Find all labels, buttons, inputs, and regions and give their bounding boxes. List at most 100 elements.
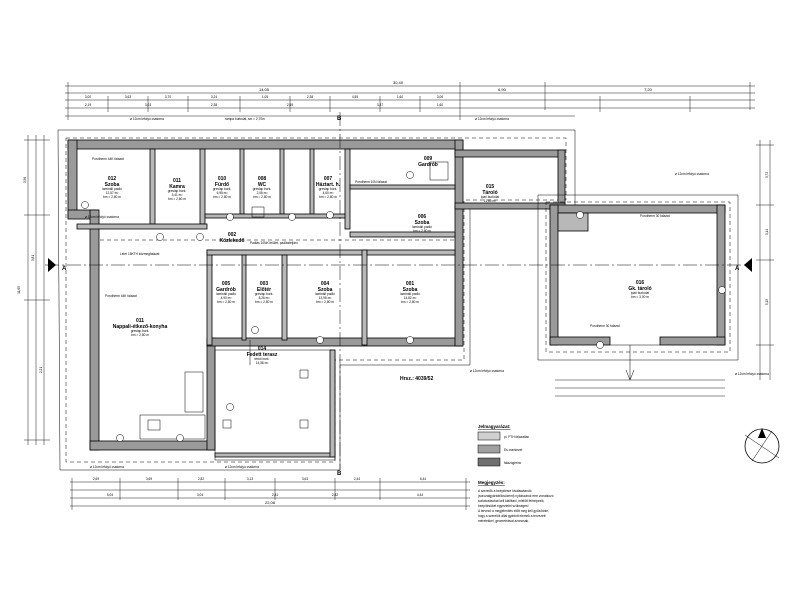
gutter-label-mid: ø 12cm lefolyó csatorna [470, 369, 504, 373]
svg-text:14,82 m²: 14,82 m² [404, 296, 417, 300]
dim-bottom-row2: 4,44 [417, 493, 423, 497]
svg-text:010: 010 [218, 176, 227, 182]
svg-text:bm = 2,80 m: bm = 2,80 m [103, 195, 121, 199]
svg-text:007: 007 [324, 176, 333, 182]
svg-text:Szoba: Szoba [318, 287, 333, 293]
kitchen-fixtures [139, 371, 206, 440]
legend: Jelmagyarázat: pl. PTH falazatlan Es cse… [477, 424, 529, 467]
notes-line: méretekkel, geometriával azonosak. [478, 519, 529, 523]
svg-text:3,41 m²: 3,41 m² [172, 193, 183, 197]
dim-row2: 1,05 [262, 95, 268, 99]
dim-top-garage: 7,20 [644, 87, 653, 92]
svg-text:011: 011 [173, 178, 181, 184]
svg-text:ipari burkolat: ipari burkolat [631, 291, 649, 295]
svg-text:14,58 m²: 14,58 m² [256, 361, 269, 365]
svg-text:greslap burk.: greslap burk. [319, 187, 338, 191]
room-labels: 012 Szoba laminált padló 12,57 m² bm = 2… [102, 156, 652, 365]
dim-bottom-row2: 2,82 [332, 493, 338, 497]
svg-text:Tároló: Tároló [482, 190, 497, 196]
gutter-label-garage: ø 12cm lefolyó csatorna [735, 372, 769, 376]
dim-bottom-row2: 5,04 [107, 493, 113, 497]
svg-text:greslap burk.: greslap burk. [213, 187, 232, 191]
dim-bottom: 3,13 [247, 477, 253, 481]
svg-text:greslap burk.: greslap burk. [168, 189, 187, 193]
svg-text:Szoba: Szoba [105, 182, 120, 188]
room-004: 004 Szoba laminált padló 13,95 m² bm = 2… [315, 281, 335, 304]
svg-text:011: 011 [136, 318, 144, 324]
room-011-kamra: 011 Kamra greslap burk. 3,41 m² bm = 2,8… [168, 178, 187, 201]
svg-text:WC: WC [258, 182, 267, 188]
legend-title: Jelmagyarázat: [478, 424, 511, 429]
dim-right: 3,72 [765, 172, 769, 178]
notes-line: korlátozásokat kell kiállítani, mielőtt … [478, 499, 545, 503]
svg-text:Gk. tároló: Gk. tároló [628, 286, 651, 292]
section-mark-left: A [62, 266, 67, 272]
svg-text:009: 009 [424, 156, 433, 162]
dim-row3: 2,38 [211, 103, 217, 107]
room-008: 008 WC greslap burk. 2,06 m² bm = 2,80 m [253, 176, 272, 199]
dim-row3: 2,19 [85, 103, 91, 107]
section-mark-right: A [735, 266, 740, 272]
room-003: 003 Előtér greslap burk. 8,26 m² bm = 2,… [255, 281, 274, 304]
svg-text:Háztart. h.: Háztart. h. [316, 182, 341, 188]
dim-row2: 3,63 [125, 95, 131, 99]
legend-item: pl. PTH falazatlan [504, 435, 529, 439]
svg-text:014: 014 [258, 346, 267, 352]
dim-left: 3,56 [23, 177, 27, 183]
svg-text:13,95 m²: 13,95 m² [319, 296, 332, 300]
dim-row2: 4,55 [352, 95, 358, 99]
dim-bottom-row2: 2,81 [272, 493, 278, 497]
dim-bottom-row2: 3,04 [197, 493, 203, 497]
room-011-living: 011 Nappali-étkező-konyha greslap burk. … [113, 318, 168, 337]
svg-text:bm = 3,00 m: bm = 3,00 m [631, 295, 649, 299]
svg-text:012: 012 [108, 176, 117, 182]
dim-row3: 1,60 [437, 103, 443, 107]
gutter-label-right: ø 12cm lefolyó csatorna [675, 172, 709, 176]
room-006: 006 Szoba laminált padló bm = 2,80 m [412, 214, 432, 233]
room-010: 010 Fürdő greslap burk. 6,95 m² bm = 2,8… [213, 176, 232, 199]
section-mark-b-bottom: B [337, 471, 342, 477]
svg-text:Közlekedő: Közlekedő [219, 238, 244, 244]
svg-text:Nappali-étkező-konyha: Nappali-étkező-konyha [113, 324, 168, 330]
svg-text:Szoba: Szoba [403, 287, 418, 293]
wall-note: Padlás 10NK felület, padlásfeljáró [250, 241, 298, 245]
gutter-label-bottom-2: ø 12cm lefolyó csatorna [225, 465, 259, 469]
room-005: 005 Gardrób laminált padló 4,90 m² bm = … [216, 281, 236, 304]
room-001: 001 Szoba laminált padló 14,82 m² bm = 2… [400, 281, 420, 304]
dim-left: 2,21 [39, 367, 43, 373]
annotations: ø 12cm lefolyó csatorna rámpa burkolat, … [85, 117, 769, 469]
room-007: 007 Háztart. h. greslap burk. 4,60 m² bm… [316, 176, 341, 199]
svg-text:greslap burk.: greslap burk. [253, 187, 272, 191]
wall-note: Porotherm 30 falazat [590, 324, 620, 328]
svg-text:003: 003 [260, 281, 269, 287]
left-dimension-chains: 3,56 3,81 2,21 11,65 [17, 135, 50, 445]
garage-walls [537, 194, 739, 397]
svg-text:bm = 2,80 m: bm = 2,80 m [316, 300, 334, 304]
notes-line: beépítésüket egyeztetni szükséges! [478, 504, 529, 508]
svg-text:ipari burkolat: ipari burkolat [481, 195, 499, 199]
svg-text:008: 008 [258, 176, 267, 182]
room-009: 009 Gardrób [418, 156, 438, 168]
gutter-label-left: ø 12cm lefolyó csatorna [85, 215, 119, 219]
svg-text:laminált padló: laminált padló [400, 292, 420, 296]
svg-text:bm = 2,80 m: bm = 2,80 m [213, 195, 231, 199]
dim-bottom: 3,69 [146, 477, 152, 481]
notes-line: hogy a szerelők által gyártott elemek a … [478, 514, 546, 518]
dim-top-gap: 6,90 [498, 87, 507, 92]
svg-text:002: 002 [228, 232, 237, 238]
wall-note: Porotherm 44K falazat [92, 157, 124, 161]
wall-note: Porotherm 10N falazat [355, 180, 387, 184]
dim-bottom: 6,44 [420, 477, 426, 481]
dim-bottom: 2,44 [354, 477, 360, 481]
svg-text:Fürdő: Fürdő [215, 182, 229, 188]
dim-row2: 3,06 [437, 95, 443, 99]
svg-text:005: 005 [222, 281, 231, 287]
svg-text:Fedett terasz: Fedett terasz [247, 352, 278, 358]
room-014: 014 Fedett terasz térkő burk. 14,58 m² [247, 346, 278, 365]
gutter-label-bottom: ø 12cm lefolyó csatorna [90, 465, 124, 469]
dim-left: 3,81 [31, 255, 35, 261]
legend-item: falazógerinc [504, 461, 522, 465]
svg-text:bm = 2,80 m: bm = 2,80 m [253, 195, 271, 199]
svg-text:laminált padló: laminált padló [216, 292, 236, 296]
svg-text:laminált padló: laminált padló [102, 187, 122, 191]
